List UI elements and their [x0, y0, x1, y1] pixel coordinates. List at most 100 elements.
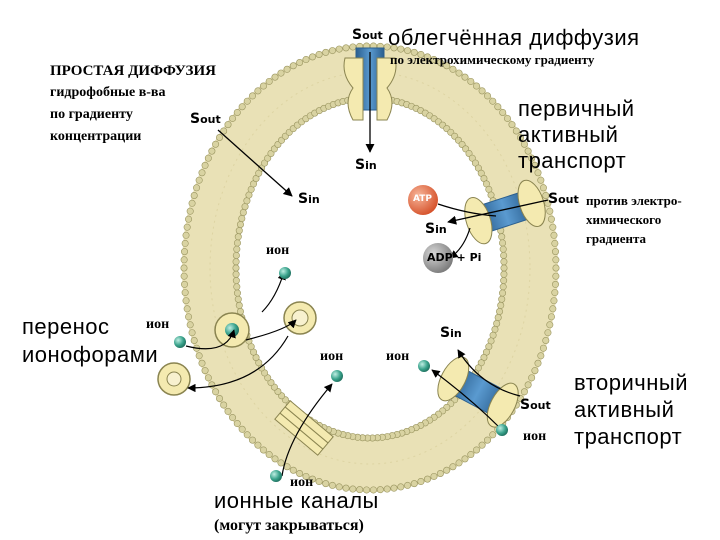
- lipid-head: [243, 431, 251, 439]
- lipid-head: [233, 245, 241, 253]
- lipid-head: [302, 56, 310, 64]
- against-line3: градиента: [586, 231, 647, 246]
- lipid-head: [198, 169, 206, 177]
- lipid-head: [500, 270, 508, 278]
- lipid-head: [233, 289, 241, 297]
- ionophore-3: [157, 362, 191, 396]
- lipid-head: [520, 140, 528, 148]
- lipid-head: [229, 114, 237, 122]
- lipid-head: [216, 134, 224, 142]
- lipid-head: [181, 248, 189, 256]
- ionophore-arrow-c: [261, 271, 286, 313]
- lipid-head: [498, 295, 506, 303]
- lipid-head: [468, 154, 476, 162]
- ionophore-2: [283, 301, 317, 335]
- lipid-head: [195, 176, 203, 184]
- lipid-head: [542, 192, 550, 200]
- against-line1: против электро-: [586, 193, 682, 208]
- s-out-top: Sout: [352, 27, 383, 43]
- lipid-head: [467, 451, 475, 459]
- lipid-head: [232, 258, 240, 266]
- lipid-head: [236, 221, 244, 229]
- atp-molecule: [408, 185, 438, 215]
- lipid-head: [234, 233, 242, 241]
- lipid-head: [552, 256, 560, 264]
- ionophore-arrow-a: [185, 329, 236, 350]
- lipid-head: [478, 87, 486, 95]
- lipid-head: [531, 367, 539, 375]
- lipid-head: [376, 486, 384, 494]
- channel-arrow: [281, 383, 333, 477]
- lipid-head: [181, 289, 189, 297]
- lipid-head: [397, 45, 405, 53]
- lipid-head: [181, 239, 189, 247]
- lipid-head: [443, 466, 451, 474]
- lipid-head: [264, 374, 272, 382]
- ion-dot: [496, 424, 508, 436]
- lipid-head: [499, 239, 507, 247]
- facilitated-subtitle: по электрохимическому градиенту: [390, 52, 595, 67]
- lipid-head: [397, 483, 405, 491]
- lipid-head: [494, 103, 502, 111]
- lipid-head: [201, 367, 209, 375]
- facilitated-channel: [343, 47, 397, 153]
- lipid-head: [204, 374, 212, 382]
- lipid-head: [449, 65, 457, 73]
- lipid-head: [193, 184, 201, 192]
- lipid-head: [461, 455, 469, 463]
- lipid-head: [239, 208, 247, 216]
- lipid-head: [224, 407, 232, 415]
- lipid-head: [241, 203, 249, 211]
- lipid-head: [277, 459, 285, 467]
- lipid-head: [404, 481, 412, 489]
- lipid-head: [201, 161, 209, 169]
- ion-label: ион: [146, 317, 170, 332]
- lipid-head: [182, 231, 190, 239]
- lipid-head: [188, 329, 196, 337]
- lipid-head: [259, 82, 267, 90]
- lipid-head: [233, 239, 241, 247]
- lipid-head: [232, 264, 240, 272]
- lipid-head: [259, 446, 267, 454]
- lipid-head: [500, 277, 508, 285]
- lipid-head: [430, 472, 438, 480]
- lipid-head: [315, 50, 323, 58]
- lipid-head: [180, 256, 188, 264]
- lipid-head: [249, 92, 257, 100]
- ionophore-line2: ионофорами: [22, 342, 159, 367]
- lipid-head: [410, 48, 418, 56]
- lipid-head: [489, 431, 497, 439]
- lipid-head: [185, 215, 193, 223]
- lipid-head: [265, 451, 273, 459]
- lipid-head: [180, 264, 188, 272]
- lipid-head: [549, 223, 557, 231]
- lipid-head: [322, 48, 330, 56]
- lipid-head: [483, 92, 491, 100]
- ion-label: ион: [523, 429, 547, 444]
- lipid-head: [483, 436, 491, 444]
- lipid-head: [182, 297, 190, 305]
- lipid-head: [383, 43, 391, 51]
- lipid-head: [550, 231, 558, 239]
- lipid-head: [181, 280, 189, 288]
- ion-dot: [418, 360, 430, 372]
- lipid-head: [534, 359, 542, 367]
- lipid-head: [342, 44, 350, 52]
- secondary-line3: транспорт: [574, 424, 683, 449]
- lipid-head: [546, 321, 554, 329]
- lipid-head: [243, 97, 251, 105]
- lipid-head: [467, 77, 475, 85]
- lipid-head: [232, 270, 240, 278]
- lipid-head: [271, 73, 279, 81]
- against-line2: химического: [586, 212, 662, 227]
- lipid-head: [220, 401, 228, 409]
- ion-label: ион: [266, 243, 290, 258]
- s-out-symporter: Sout: [520, 397, 551, 413]
- lipid-head: [238, 103, 246, 111]
- lipid-head: [500, 264, 508, 272]
- secondary-arrow-ion: [431, 369, 501, 429]
- lipid-head: [204, 154, 212, 162]
- lipid-head: [322, 480, 330, 488]
- lipid-head: [208, 147, 216, 155]
- s-in-top: Sin: [355, 157, 377, 173]
